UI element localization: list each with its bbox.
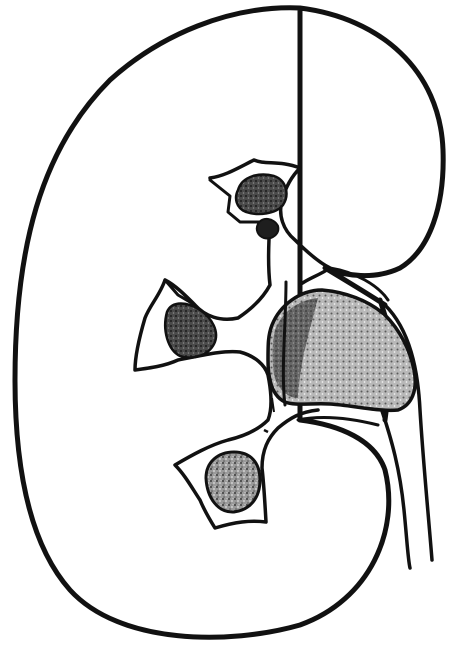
ureter-line-left [380, 405, 410, 568]
lower-stone [206, 452, 260, 512]
middle-stone [165, 304, 216, 358]
upper-stone-large [236, 175, 286, 214]
pelvis-tick-2 [264, 430, 268, 432]
upper-stone-small [257, 219, 278, 238]
pelvis-tick-1 [272, 398, 274, 412]
